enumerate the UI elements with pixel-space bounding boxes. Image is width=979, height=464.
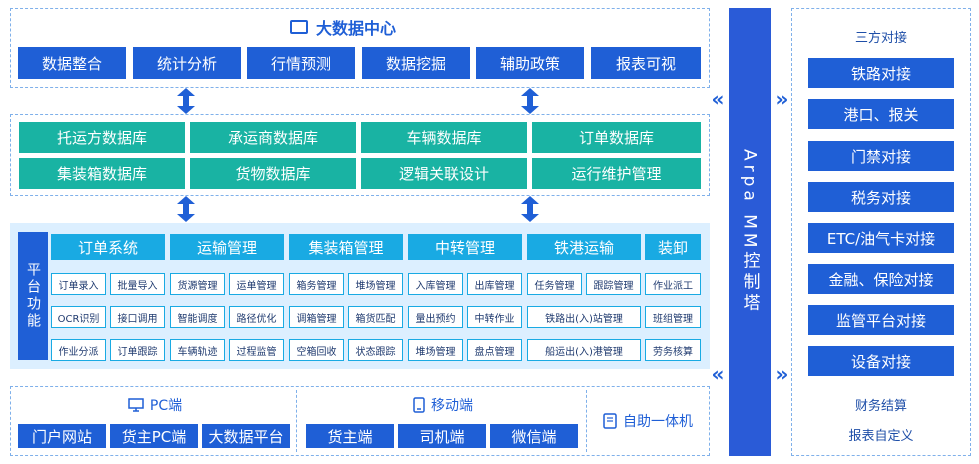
platform-function[interactable]: 订单录入	[51, 273, 106, 295]
third-party-title: 三方对接	[854, 30, 907, 46]
big-data-title: 大数据中心	[316, 19, 397, 38]
platform-function[interactable]: 智能调度	[170, 306, 225, 328]
third-party-item[interactable]: 设备对接	[808, 346, 954, 376]
platform-function[interactable]: 劳务核算	[645, 339, 701, 361]
mobile-item[interactable]: 货主端	[306, 424, 394, 448]
platform-function[interactable]: 过程监管	[229, 339, 284, 361]
database-item[interactable]: 运行维护管理	[532, 158, 701, 189]
mobile-item[interactable]: 司机端	[398, 424, 486, 448]
pc-header: PC端	[110, 395, 200, 415]
double-arrow-icon	[177, 196, 195, 222]
platform-function[interactable]: 作业派工	[645, 273, 701, 295]
mobile-icon	[413, 397, 425, 413]
big-data-item[interactable]: 数据整合	[18, 47, 126, 79]
platform-function[interactable]: 入库管理	[408, 273, 463, 295]
big-data-item[interactable]: 统计分析	[133, 47, 241, 79]
platform-function[interactable]: 出库管理	[467, 273, 522, 295]
platform-column-title[interactable]: 订单系统	[51, 234, 165, 260]
database-item[interactable]: 货物数据库	[190, 158, 356, 189]
big-data-item[interactable]: 辅助政策	[476, 47, 584, 79]
third-party-item[interactable]: 门禁对接	[808, 141, 954, 171]
double-arrow-icon	[521, 88, 539, 114]
clients-divider	[296, 390, 297, 452]
platform-function[interactable]: 调箱管理	[289, 306, 344, 328]
control-tower-bar: Arpa MM控制塔	[729, 8, 771, 456]
third-party-item[interactable]: 铁路对接	[808, 58, 954, 88]
platform-function[interactable]: 铁路出(入)站管理	[527, 306, 641, 328]
big-data-header: 大数据中心	[290, 15, 430, 39]
big-data-item[interactable]: 行情预测	[247, 47, 355, 79]
mobile-item[interactable]: 微信端	[490, 424, 578, 448]
platform-function[interactable]: 船运出(入)港管理	[527, 339, 641, 361]
platform-function[interactable]: 箱货匹配	[348, 306, 403, 328]
platform-function[interactable]: 堆场管理	[408, 339, 463, 361]
chevron-right-icon: »	[775, 87, 789, 111]
mobile-title: 移动端	[431, 398, 473, 414]
third-party-footer: 报表自定义	[848, 428, 914, 444]
pc-item[interactable]: 货主PC端	[110, 424, 198, 448]
third-party-item[interactable]: 税务对接	[808, 182, 954, 212]
platform-function[interactable]: 运单管理	[229, 273, 284, 295]
chevron-right-icon: »	[775, 362, 789, 386]
platform-column-title[interactable]: 装卸	[645, 234, 701, 260]
platform-label: 平台功能	[25, 262, 41, 330]
third-party-item[interactable]: 港口、报关	[808, 99, 954, 129]
mobile-header: 移动端	[398, 395, 488, 415]
platform-function[interactable]: 箱务管理	[289, 273, 344, 295]
platform-function[interactable]: 订单跟踪	[110, 339, 165, 361]
platform-column-title[interactable]: 铁港运输	[527, 234, 641, 260]
platform-function[interactable]: 路径优化	[229, 306, 284, 328]
platform-column-title[interactable]: 运输管理	[170, 234, 284, 260]
kiosk-title: 自助一体机	[623, 414, 693, 430]
double-arrow-icon	[521, 196, 539, 222]
platform-function[interactable]: 堆场管理	[348, 273, 403, 295]
monitor-icon	[290, 20, 308, 34]
database-item[interactable]: 集装箱数据库	[19, 158, 185, 189]
third-party-item[interactable]: ETC/油气卡对接	[808, 223, 954, 253]
chevron-left-icon: «	[711, 87, 725, 111]
platform-function[interactable]: 班组管理	[645, 306, 701, 328]
clients-panel	[10, 386, 710, 456]
platform-label-box: 平台功能	[18, 232, 48, 360]
database-item[interactable]: 订单数据库	[532, 122, 701, 153]
platform-function[interactable]: 量出预约	[408, 306, 463, 328]
platform-function[interactable]: 批量导入	[110, 273, 165, 295]
database-item[interactable]: 承运商数据库	[190, 122, 356, 153]
database-panel	[10, 114, 710, 196]
big-data-item[interactable]: 数据挖掘	[362, 47, 470, 79]
double-arrow-icon	[177, 88, 195, 114]
platform-function[interactable]: 货源管理	[170, 273, 225, 295]
platform-function[interactable]: 状态跟踪	[348, 339, 403, 361]
platform-function[interactable]: 作业分派	[51, 339, 106, 361]
big-data-item[interactable]: 报表可视	[591, 47, 701, 79]
third-party-panel	[791, 8, 971, 456]
chevron-left-icon: «	[711, 362, 725, 386]
third-party-footer: 财务结算	[854, 398, 907, 414]
platform-column-title[interactable]: 中转管理	[408, 234, 522, 260]
platform-function[interactable]: 车辆轨迹	[170, 339, 225, 361]
database-item[interactable]: 逻辑关联设计	[361, 158, 527, 189]
third-party-item[interactable]: 监管平台对接	[808, 305, 954, 335]
platform-function[interactable]: 中转作业	[467, 306, 522, 328]
third-party-item[interactable]: 金融、保险对接	[808, 264, 954, 294]
database-item[interactable]: 车辆数据库	[361, 122, 527, 153]
platform-function[interactable]: 任务管理	[527, 273, 582, 295]
pc-item[interactable]: 门户网站	[18, 424, 106, 448]
platform-function[interactable]: 接口调用	[110, 306, 165, 328]
kiosk-label[interactable]: 自助一体机	[592, 410, 704, 432]
control-tower-label: Arpa MM控制塔	[739, 149, 760, 315]
platform-function[interactable]: OCR识别	[51, 306, 106, 328]
kiosk-icon	[603, 413, 617, 429]
platform-function[interactable]: 空箱回收	[289, 339, 344, 361]
platform-function[interactable]: 跟踪管理	[586, 273, 641, 295]
big-data-panel	[10, 8, 710, 88]
platform-column-title[interactable]: 集装箱管理	[289, 234, 403, 260]
pc-title: PC端	[149, 398, 183, 414]
platform-function[interactable]: 盘点管理	[467, 339, 522, 361]
desktop-icon	[128, 398, 144, 412]
pc-item[interactable]: 大数据平台	[202, 424, 290, 448]
clients-divider	[586, 390, 587, 452]
database-item[interactable]: 托运方数据库	[19, 122, 185, 153]
